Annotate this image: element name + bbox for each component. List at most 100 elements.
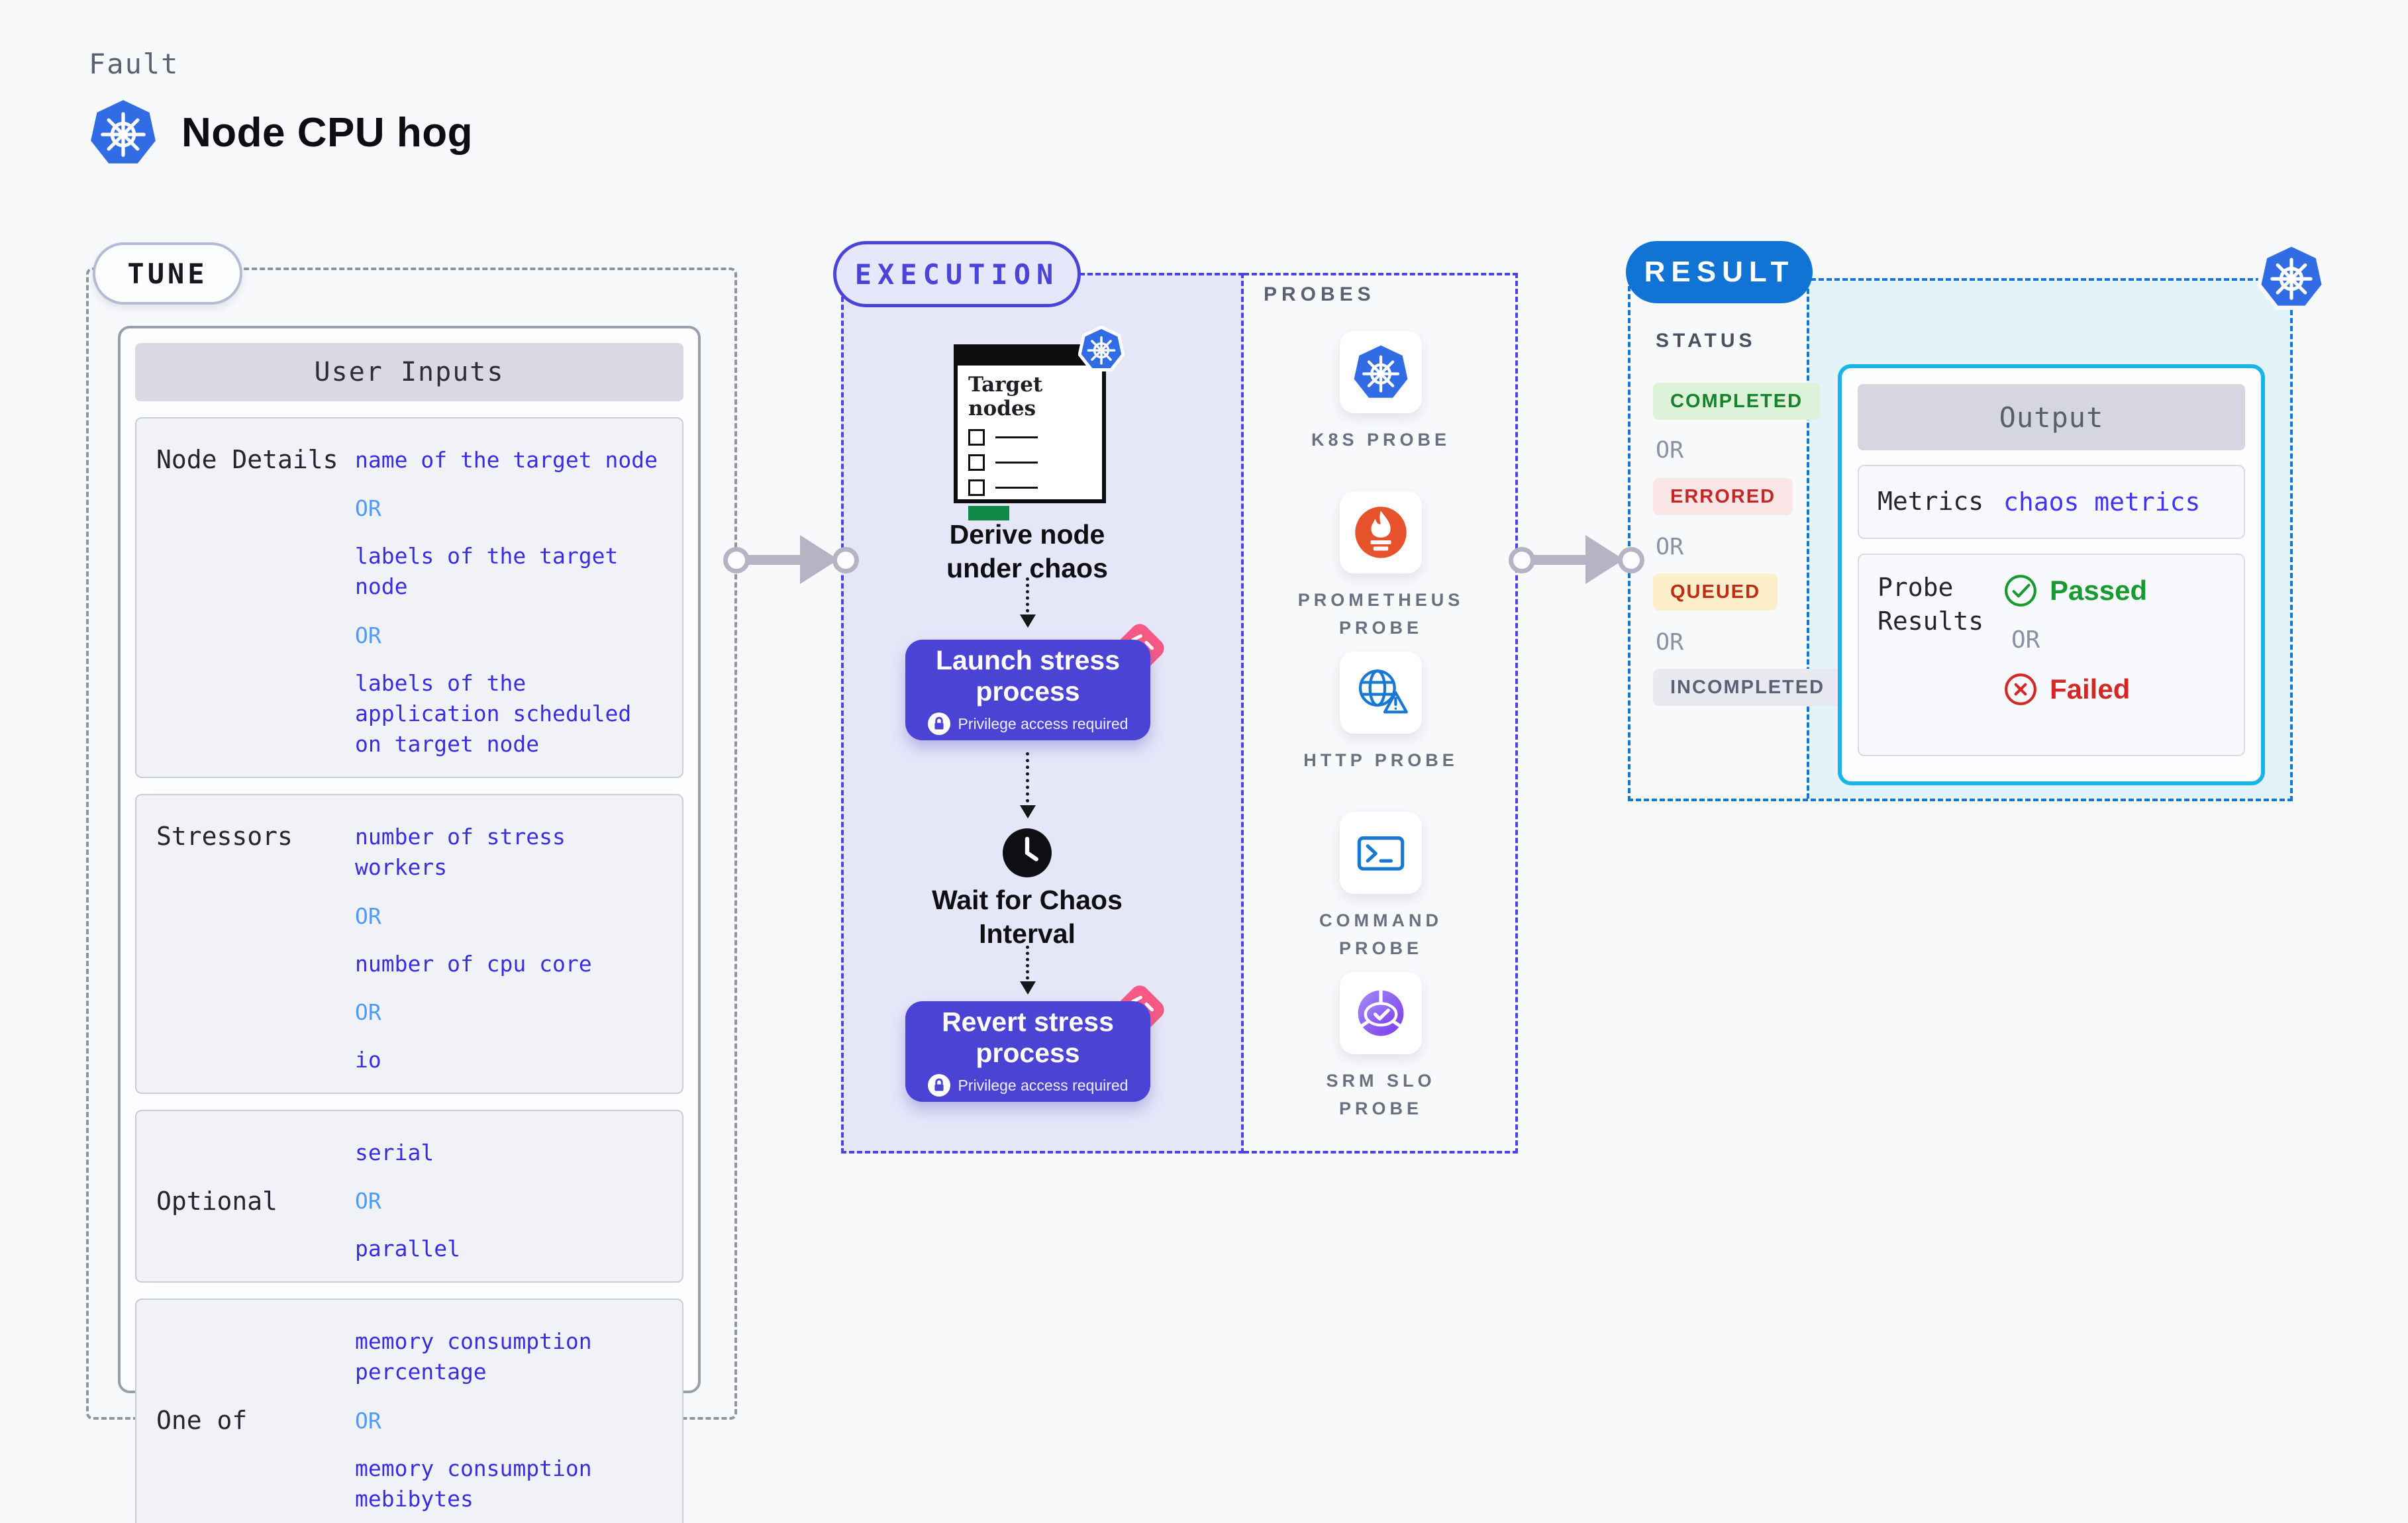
slo-donut-icon: [1358, 989, 1404, 1036]
or-separator: OR: [1656, 437, 1684, 464]
privilege-note-text: Privilege access required: [958, 714, 1129, 732]
status-title: STATUS: [1656, 330, 1756, 352]
checkbox-icon: [968, 454, 985, 471]
probe-label: K8S PROBE: [1311, 430, 1451, 450]
x-circle-icon: [2005, 673, 2036, 705]
execution-pill: EXECUTION: [833, 241, 1081, 307]
probe-item-http: HTTP PROBE: [1295, 652, 1467, 775]
input-value: memory consumption percentage: [355, 1328, 592, 1385]
page-header: Node CPU hog: [89, 98, 473, 167]
input-value: io: [355, 1046, 381, 1073]
probe-card: [1340, 331, 1422, 413]
check-circle-icon: [2005, 575, 2036, 607]
row-label: Probe Results: [1878, 573, 1984, 636]
revert-stress-process-node: Revert stress process Privilege access r…: [905, 1001, 1150, 1102]
probe-result-failed: Failed: [2003, 672, 2147, 707]
privilege-note-text: Privilege access required: [958, 1076, 1129, 1094]
input-value: number of cpu core: [355, 950, 592, 977]
kubernetes-icon: [91, 100, 156, 164]
input-value: memory consumption mebibytes: [355, 1455, 592, 1512]
output-row-probe-results: Probe Results Passed OR Faile: [1858, 554, 2245, 756]
input-value: serial: [355, 1139, 434, 1165]
wait-chaos-step-label: Wait for Chaos Interval: [932, 885, 1123, 950]
probe-label: PROMETHEUS PROBE: [1297, 590, 1464, 638]
output-card: Output Metrics chaos metrics Probe Resul…: [1838, 364, 2265, 785]
lock-icon: [927, 712, 950, 736]
flow-arrow-down: [1020, 752, 1036, 818]
tune-pill-label: TUNE: [127, 257, 208, 290]
output-header: Output: [1858, 384, 2245, 450]
kubernetes-icon: [1354, 345, 1408, 398]
terminal-icon: [1357, 836, 1405, 871]
user-inputs-table: User Inputs Node Details name of the tar…: [118, 326, 701, 1523]
row-label: Optional: [156, 1186, 278, 1216]
checkbox-icon: [968, 429, 985, 446]
failed-label: Failed: [2050, 673, 2131, 705]
or-separator: OR: [355, 495, 381, 522]
flow-arrow-down: [1020, 946, 1036, 995]
status-badge-incompleted: INCOMPLETED: [1653, 669, 1842, 706]
or-separator: OR: [1656, 534, 1684, 560]
connector-dot: [1618, 547, 1644, 573]
probe-item-srm-slo: SRM SLO PROBE: [1295, 972, 1467, 1123]
clock-icon: [1003, 828, 1052, 877]
tune-pill: TUNE: [93, 242, 242, 305]
probe-label: COMMAND PROBE: [1319, 910, 1442, 958]
connector-dot: [723, 547, 750, 573]
green-button-bar: [968, 506, 1009, 521]
or-separator: OR: [355, 1188, 381, 1214]
row-label: Node Details: [156, 445, 338, 474]
privilege-note: Privilege access required: [927, 712, 1129, 736]
probe-item-k8s: K8S PROBE: [1295, 331, 1467, 454]
probe-card: [1340, 652, 1422, 734]
probe-card: [1340, 972, 1422, 1054]
kubernetes-icon: [2257, 242, 2326, 310]
checklist-item: [968, 454, 1091, 471]
probe-item-command: COMMAND PROBE: [1295, 812, 1467, 963]
flow-arrow-down: [1020, 577, 1036, 628]
status-badge-queued: QUEUED: [1653, 573, 1778, 611]
step-label: Launch stress process: [936, 644, 1120, 707]
page-title: Node CPU hog: [181, 109, 473, 156]
window-title: Target nodes: [968, 373, 1043, 420]
or-separator: OR: [2011, 626, 2040, 654]
probe-item-prometheus: PROMETHEUS PROBE: [1295, 491, 1467, 642]
probe-label: HTTP PROBE: [1303, 750, 1458, 770]
fault-eyebrow: Fault: [89, 48, 179, 80]
or-separator: OR: [1656, 629, 1684, 656]
input-value: number of stress workers: [355, 824, 566, 881]
row-label: Stressors: [156, 822, 293, 852]
status-badge-completed: COMPLETED: [1653, 383, 1821, 420]
http-globe-icon: [1358, 669, 1408, 714]
row-label: Metrics: [1878, 487, 1984, 516]
input-value: parallel: [355, 1236, 460, 1262]
passed-label: Passed: [2050, 575, 2148, 606]
input-value: name of the target node: [355, 447, 658, 473]
window-titlebar: [958, 348, 1102, 366]
result-pill-label: RESULT: [1644, 256, 1795, 288]
derive-node-step-label: Derive node under chaos: [946, 519, 1108, 584]
metrics-value: chaos metrics: [2003, 487, 2201, 516]
prometheus-icon: [1355, 507, 1407, 558]
input-value: labels of the application scheduled on t…: [355, 669, 632, 757]
privilege-note: Privilege access required: [927, 1074, 1129, 1097]
probes-section: [1244, 273, 1518, 1154]
or-separator: OR: [355, 622, 381, 648]
row-label: One of: [156, 1406, 248, 1436]
checkbox-icon: [968, 479, 985, 497]
probe-result-passed: Passed: [2003, 573, 2147, 608]
result-pill: RESULT: [1626, 241, 1813, 303]
probe-card: [1340, 812, 1422, 894]
lock-icon: [927, 1074, 950, 1097]
probes-title: PROBES: [1264, 283, 1376, 305]
or-separator: OR: [355, 903, 381, 929]
